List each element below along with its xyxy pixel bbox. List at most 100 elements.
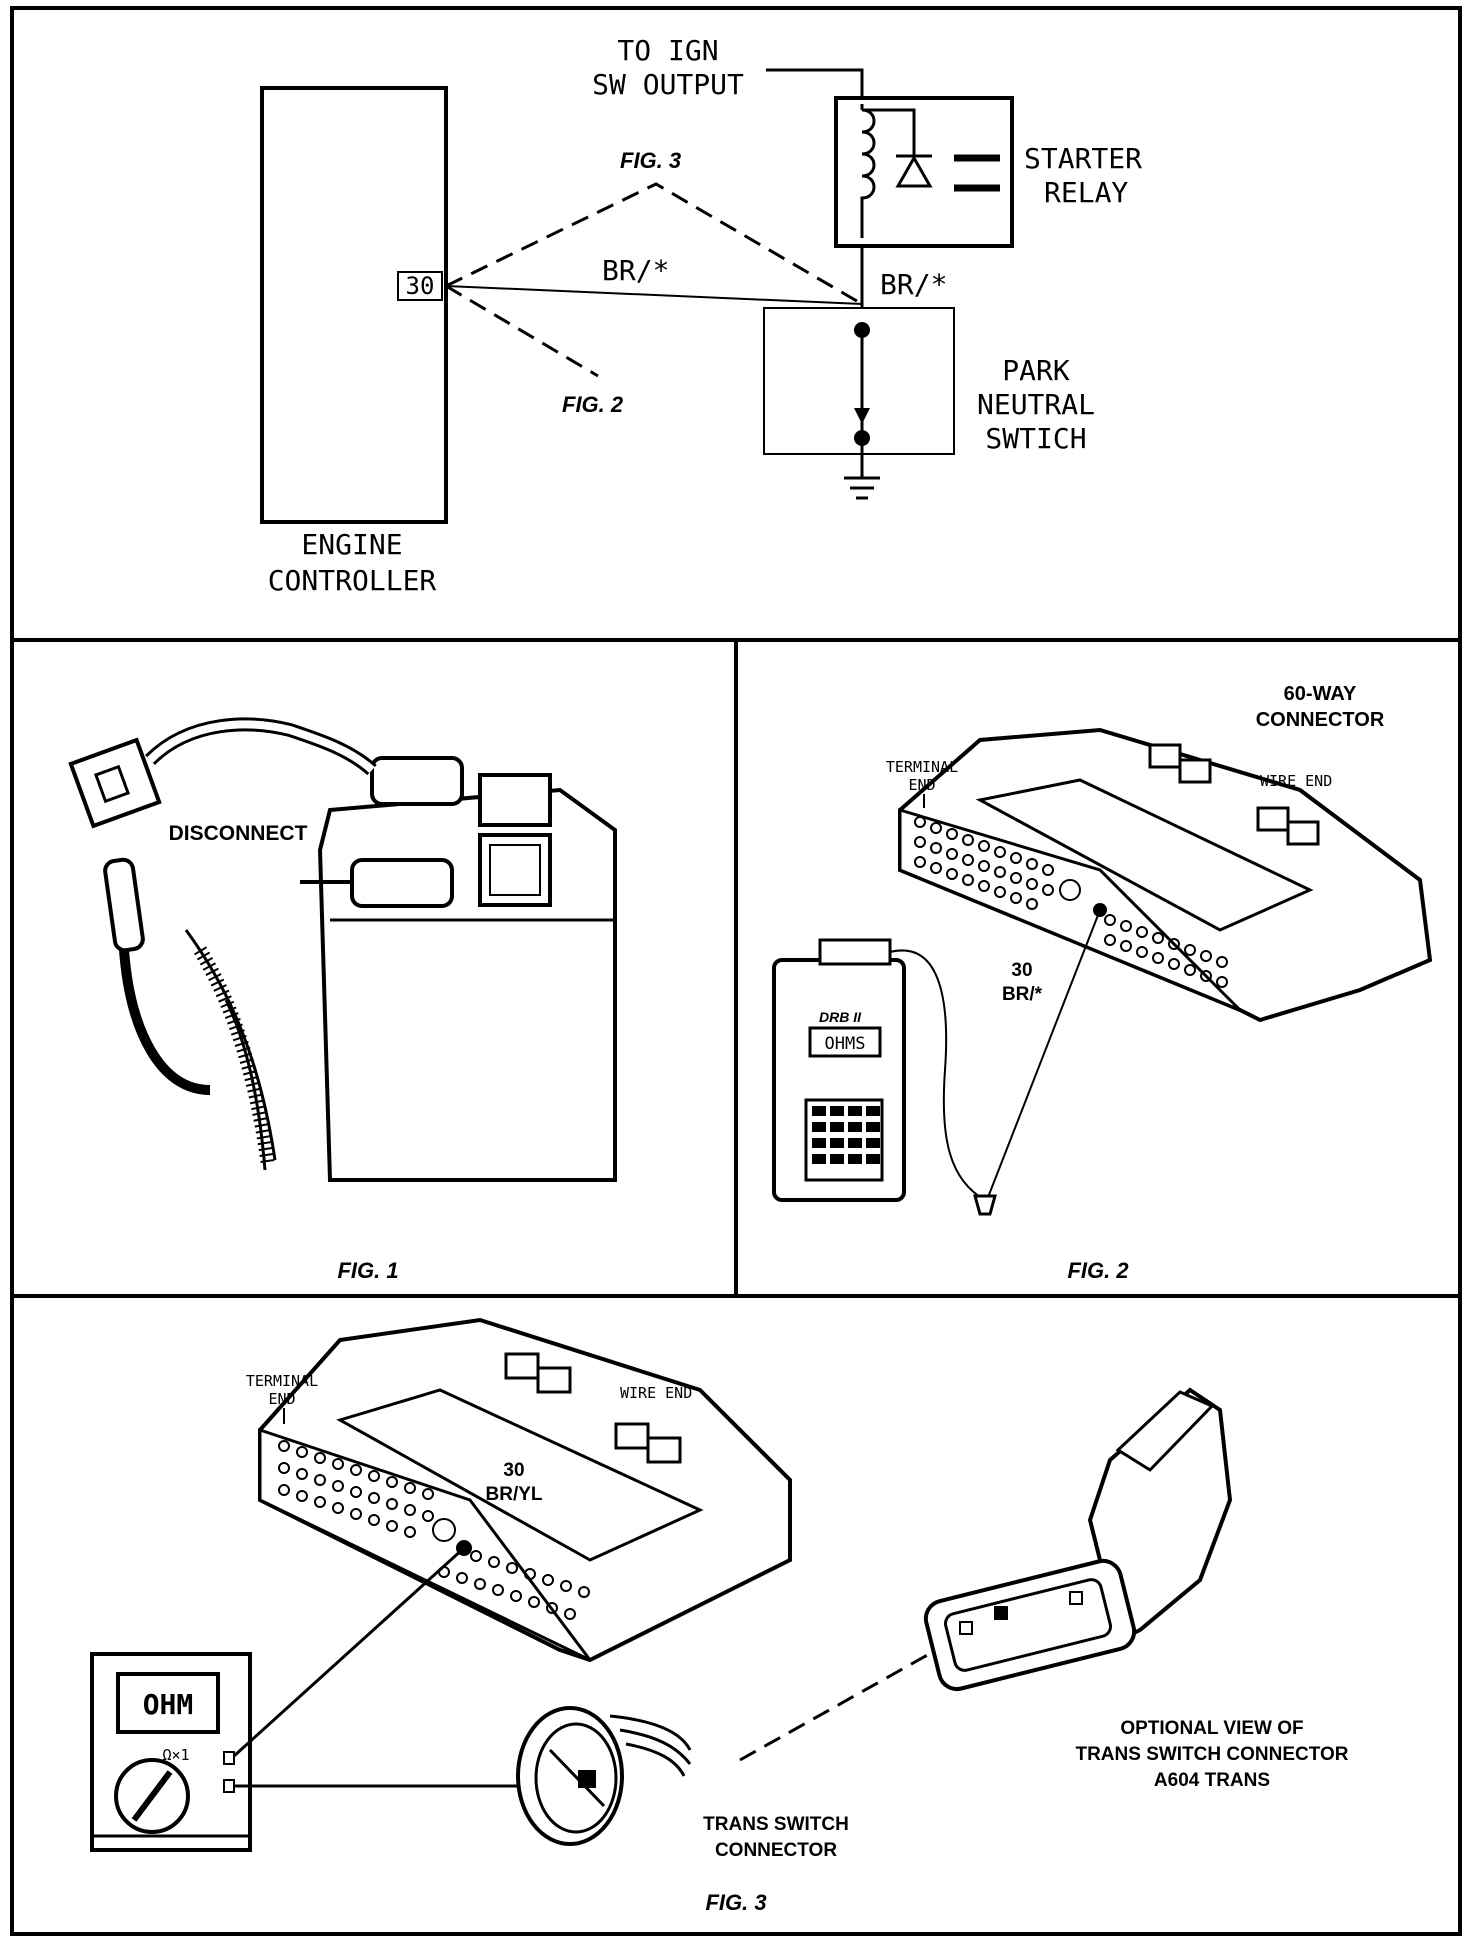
fig3-latch-3 (614, 1422, 650, 1450)
park-neutral-label-1: PARK (1002, 354, 1070, 387)
engine-controller-label-1: ENGINE (301, 528, 402, 561)
fig3-pin (368, 1492, 380, 1504)
fig3-pin (278, 1484, 290, 1496)
fig3-pin (296, 1490, 308, 1502)
ohmmeter-display-text: OHM (143, 1688, 194, 1721)
fig2-pin (1042, 864, 1054, 876)
fig3-pin (278, 1440, 290, 1452)
fig3-pin (422, 1510, 434, 1522)
fig2-pin (994, 866, 1006, 878)
fig3-pin (474, 1578, 486, 1590)
drb-probe-tip (973, 1194, 997, 1216)
relay-diode (895, 154, 933, 188)
disconnected-cable-end (103, 857, 145, 953)
fig2-pin (1184, 964, 1196, 976)
fig3-latch-4 (646, 1436, 682, 1464)
fig2-pin (962, 874, 974, 886)
fig3-panel: TERMINAL END WIRE END 30 BR/YL OHM Ω×1 T… (90, 1317, 1349, 1915)
fig2-pin-30-label: 30 (1011, 960, 1032, 981)
park-neutral-label-3: SWTICH (985, 422, 1086, 455)
fig2-pin (1042, 884, 1054, 896)
fig2-callout-line (445, 284, 599, 378)
fig3-pin (386, 1520, 398, 1532)
ign-label-2: SW OUTPUT (592, 68, 744, 101)
battery-cell-1 (478, 773, 552, 827)
fig2-pin (1168, 938, 1180, 950)
optional-view-label-3: A604 TRANS (1154, 1770, 1270, 1791)
ohmmeter-display (116, 1672, 220, 1734)
trans-switch-wires (609, 1714, 692, 1777)
optional-view-label-1: OPTIONAL VIEW OF (1120, 1718, 1303, 1739)
fig3-pin (524, 1568, 536, 1580)
cable-top-fill (147, 720, 375, 774)
fig2-pin (978, 860, 990, 872)
outer-frame (10, 6, 1462, 1936)
drb-tester-display-text: OHMS (825, 1034, 866, 1054)
fig3-pin (456, 1572, 468, 1584)
optional-connector-pin-2 (994, 1606, 1008, 1620)
park-neutral-label-2: NEUTRAL (977, 388, 1095, 421)
starter-relay-label-1: STARTER (1024, 142, 1142, 175)
fig3-pin (278, 1462, 290, 1474)
fig2-pin (1026, 878, 1038, 890)
battery-terminal-bottom (350, 858, 454, 908)
drb-key (848, 1122, 862, 1132)
pin-30-box (397, 271, 443, 301)
ohmmeter-dial-pointer (131, 1770, 173, 1822)
fig2-latch-2 (1178, 758, 1212, 784)
relay-coil-bypass (862, 108, 916, 160)
fig2-pin (1120, 940, 1132, 952)
optional-connector-pin-3 (1069, 1591, 1083, 1605)
fig2-pin (994, 846, 1006, 858)
fig2-key-hole (1059, 879, 1081, 901)
ign-label-1: TO IGN (617, 34, 718, 67)
fig3-pin (564, 1608, 576, 1620)
fig2-pin (1152, 932, 1164, 944)
drb-key (812, 1154, 826, 1164)
drb-tester-brand: DRB II (819, 1009, 862, 1025)
drb-key (848, 1138, 862, 1148)
fig2-pin (1136, 926, 1148, 938)
fig1-panel: DISCONNECT FIG. 1 (68, 717, 617, 1283)
fig2-pin (1152, 952, 1164, 964)
drb-key (866, 1106, 880, 1116)
starter-relay-box (834, 96, 1014, 248)
fig3-pin (542, 1574, 554, 1586)
fig2-latch-3 (1256, 806, 1290, 832)
harness-edge-1 (184, 929, 277, 1161)
fig3-pin-30-wire: BR/YL (486, 1484, 543, 1505)
drb-key (830, 1106, 844, 1116)
fig3-pin (350, 1464, 362, 1476)
fig2-wire-end: WIRE END (1260, 772, 1332, 790)
fig2-pin (1026, 858, 1038, 870)
fig1-caption: FIG. 1 (337, 1258, 398, 1283)
battery-body (317, 787, 617, 1182)
drb-tester-display (808, 1026, 882, 1058)
cable-top-end-socket (94, 764, 130, 804)
optional-connector-latch (1115, 1390, 1215, 1472)
starter-relay-label-2: RELAY (1044, 176, 1128, 209)
drb-key (866, 1154, 880, 1164)
drb-key (812, 1138, 826, 1148)
br-wire-label-left: BR/* (602, 254, 669, 287)
fig2-pin (994, 886, 1006, 898)
optional-view-label-2: TRANS SWITCH CONNECTOR (1075, 1744, 1348, 1765)
fig2-pin (946, 828, 958, 840)
fig2-pin (978, 840, 990, 852)
fig3-pin (386, 1498, 398, 1510)
fig2-pin (946, 848, 958, 860)
drb-key (812, 1106, 826, 1116)
fig3-pin (296, 1468, 308, 1480)
ohmmeter-jack-1 (223, 1751, 235, 1765)
fig3-pin (578, 1586, 590, 1598)
fig2-pin (1136, 946, 1148, 958)
fig2-caption: FIG. 2 (1067, 1258, 1129, 1283)
fig3-pin (510, 1590, 522, 1602)
fig3-wire-end: WIRE END (620, 1384, 692, 1402)
fig3-ref-label: FIG. 3 (620, 148, 681, 173)
fig2-pin (914, 836, 926, 848)
fig3-callout-line (445, 182, 863, 306)
fig2-pin (930, 822, 942, 834)
fig3-pin (368, 1514, 380, 1526)
